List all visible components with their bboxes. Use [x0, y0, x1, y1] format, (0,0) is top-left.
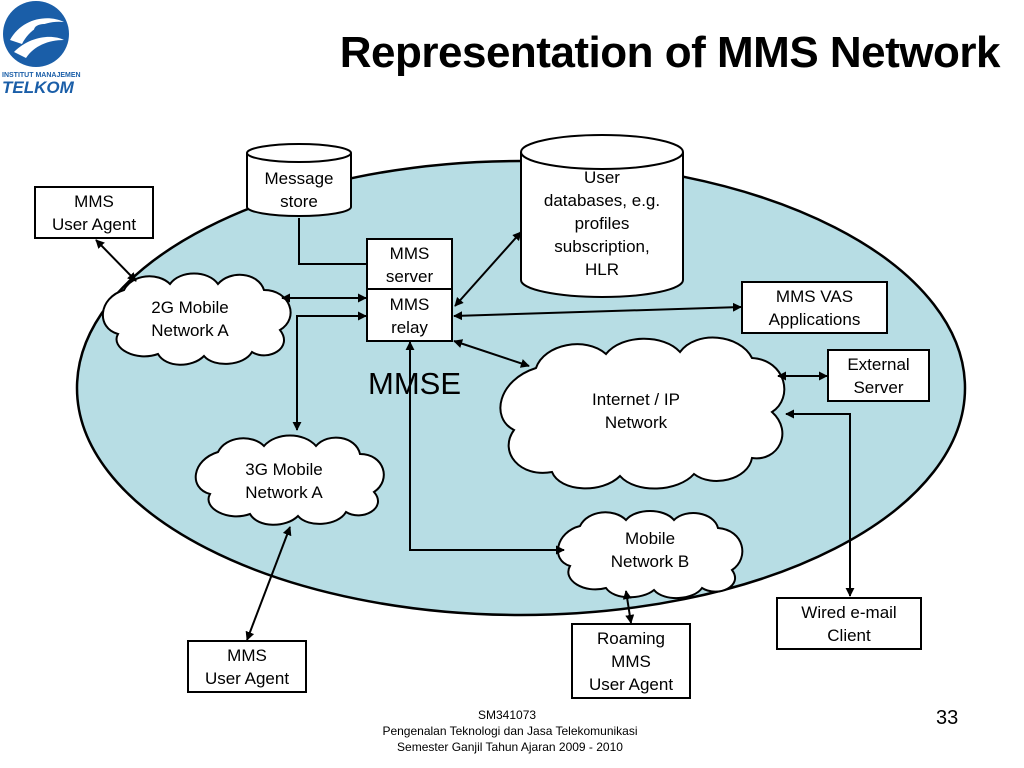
- page-number: 33: [936, 707, 959, 729]
- mms-vas-box: [741, 281, 888, 334]
- arrow-relay-userdb: [454, 231, 522, 307]
- cloud-mobile-network-b: [557, 510, 744, 599]
- cloud-2g-network: [101, 272, 292, 366]
- mms-user-agent-top-box: [34, 186, 154, 239]
- mms-user-agent-bottom-box: [187, 640, 307, 693]
- arrow-relay-vas: [453, 302, 742, 321]
- arrow-internet-email: [785, 409, 855, 597]
- logo-telkom-text: TELKOM: [2, 78, 74, 97]
- roaming-ua-box: [571, 623, 691, 699]
- line-store-server: [298, 218, 367, 265]
- arrow-3g-ua: [245, 526, 292, 641]
- footer: SM341073 Pengenalan Teknologi dan Jasa T…: [330, 707, 690, 755]
- arrow-mobileb-roaming: [622, 590, 635, 624]
- footer-course: Pengenalan Teknologi dan Jasa Telekomuni…: [382, 724, 638, 738]
- mmse-label: MMSE: [368, 366, 461, 401]
- user-databases-cylinder: [520, 134, 684, 298]
- arrow-ua-2g: [95, 239, 137, 282]
- cloud-3g-network: [194, 434, 385, 526]
- logo-institute-text: INSTITUT MANAJEMEN: [2, 72, 81, 79]
- arrow-relay-mobileb: [405, 341, 565, 555]
- mms-relay-box: [366, 288, 453, 342]
- wired-email-box: [776, 597, 922, 650]
- message-store-cylinder: [246, 143, 352, 217]
- mms-server-box: [366, 238, 453, 290]
- footer-semester: Semester Ganjil Tahun Ajaran 2009 - 2010: [397, 740, 623, 754]
- footer-code: SM341073: [478, 708, 537, 722]
- external-server-box: [827, 349, 930, 402]
- arrow-relay-3g: [292, 311, 367, 431]
- slide-title: Representation of MMS Network: [339, 28, 1001, 77]
- telkom-logo-icon: [3, 1, 69, 67]
